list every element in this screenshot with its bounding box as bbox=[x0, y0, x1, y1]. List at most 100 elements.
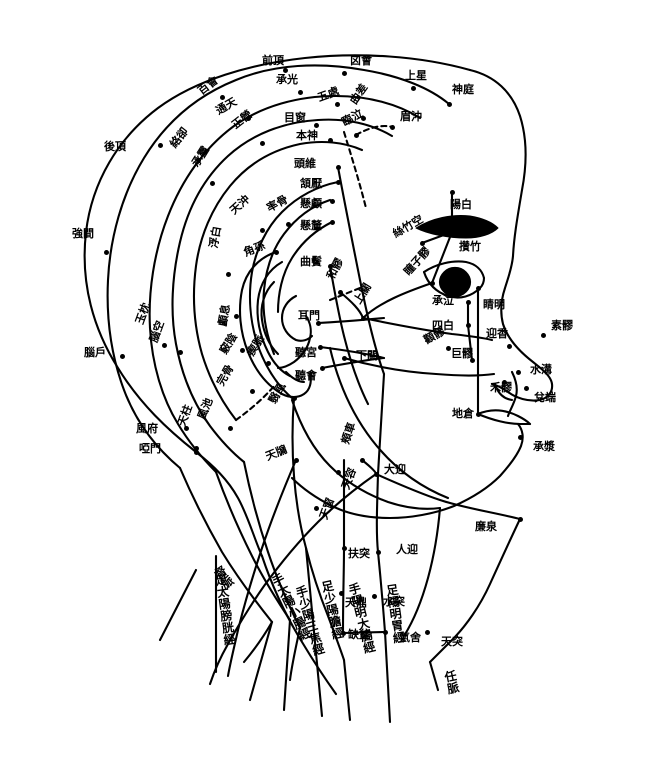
acupoint-marker-jiache[interactable] bbox=[359, 457, 365, 463]
acupoint-marker-juliao[interactable] bbox=[469, 357, 475, 363]
acupoint-marker-tianzhu[interactable] bbox=[193, 449, 199, 455]
acupoint-marker-qianding[interactable] bbox=[282, 67, 288, 73]
acupoint-label-shuigou: 水溝 bbox=[530, 363, 552, 376]
acupoint-marker-yingxiang[interactable] bbox=[506, 343, 512, 349]
acupoint-marker-ermen[interactable] bbox=[315, 320, 321, 326]
acupoint-marker-yangbai[interactable] bbox=[449, 189, 455, 195]
acupoint-label-zanzhu: 攢竹 bbox=[459, 240, 481, 253]
acupoint-marker-qiangjian[interactable] bbox=[103, 249, 109, 255]
mandible-curve bbox=[328, 346, 450, 500]
acupoint-marker-fubai[interactable] bbox=[225, 271, 231, 277]
acupoint-marker-xiaguan[interactable] bbox=[341, 355, 347, 361]
acupoint-marker-zhengying[interactable] bbox=[259, 140, 265, 146]
acupoint-marker-tianyou[interactable] bbox=[293, 457, 299, 463]
acupoint-marker-naokong[interactable] bbox=[177, 349, 183, 355]
neck-back-outline bbox=[260, 554, 338, 696]
acupoint-marker-wangu[interactable] bbox=[249, 388, 255, 394]
acupoint-marker-shangguan[interactable] bbox=[360, 315, 366, 321]
acupoint-marker-yifeng[interactable] bbox=[291, 395, 297, 401]
acupoint-marker-dicang[interactable] bbox=[475, 411, 481, 417]
acupoint-marker-luxi[interactable] bbox=[233, 313, 239, 319]
acupoint-marker-benshen[interactable] bbox=[327, 137, 333, 143]
eyebrow bbox=[415, 215, 499, 239]
acupoint-marker-quanliao[interactable] bbox=[445, 345, 451, 351]
nostril-outline bbox=[495, 387, 514, 402]
dashed-connector-ear bbox=[328, 286, 362, 302]
cheek-jaw-curve bbox=[290, 398, 442, 510]
acupoint-marker-xinhui[interactable] bbox=[341, 70, 347, 76]
acupoint-label-futu: 扶突 bbox=[348, 547, 370, 560]
acupoint-marker-qubin[interactable] bbox=[327, 263, 333, 269]
acupoint-marker-qishe[interactable] bbox=[382, 629, 388, 635]
acupoint-marker-shuitu[interactable] bbox=[371, 593, 377, 599]
acupoint-marker-heliao_ear[interactable] bbox=[337, 289, 343, 295]
acupoint-marker-xuanlu[interactable] bbox=[329, 198, 335, 204]
acupoint-marker-sibai[interactable] bbox=[465, 322, 471, 328]
acupoint-marker-jiaosun[interactable] bbox=[273, 249, 279, 255]
acupoint-label-shangxing: 上星 bbox=[405, 69, 427, 82]
acupoint-marker-tongziliao[interactable] bbox=[429, 280, 435, 286]
acupoint-marker-houding[interactable] bbox=[157, 142, 163, 148]
gallbladder-descend bbox=[328, 264, 370, 406]
acupoint-marker-duiduan[interactable] bbox=[523, 385, 529, 391]
acupoint-label-xuanli: 懸釐 bbox=[300, 219, 322, 232]
acupoint-marker-hanyan[interactable] bbox=[335, 179, 341, 185]
acupoint-marker-shuigou[interactable] bbox=[515, 369, 521, 375]
acupoint-marker-tianchong[interactable] bbox=[259, 227, 265, 233]
acupoint-marker-linqi[interactable] bbox=[353, 132, 359, 138]
acupoint-marker-baihui[interactable] bbox=[219, 94, 225, 100]
acupoint-marker-naohu[interactable] bbox=[119, 353, 125, 359]
acupoint-marker-qucha[interactable] bbox=[360, 115, 366, 121]
nose-bridge-outline bbox=[500, 254, 554, 386]
acupoint-marker-chimai[interactable] bbox=[265, 360, 271, 366]
acupoint-marker-tianchuang[interactable] bbox=[313, 505, 319, 511]
acupoint-marker-shenting[interactable] bbox=[446, 101, 452, 107]
acupoint-marker-zanzhu[interactable] bbox=[449, 229, 455, 235]
acupoint-marker-tongtian[interactable] bbox=[245, 115, 251, 121]
acupoint-marker-futu[interactable] bbox=[341, 545, 347, 551]
acupoint-marker-dayin[interactable] bbox=[373, 471, 379, 477]
acupoint-label-tiantu: 天突 bbox=[441, 635, 463, 648]
acupoint-marker-yuzhen[interactable] bbox=[161, 342, 167, 348]
acupoint-marker-chengqi[interactable] bbox=[465, 299, 471, 305]
acupoint-label-naohu: 腦戶 bbox=[84, 346, 106, 359]
acupoint-label-benshen: 本神 bbox=[296, 129, 318, 142]
acupoint-marker-tiantu[interactable] bbox=[424, 629, 430, 635]
acupoint-marker-chengjiang[interactable] bbox=[517, 434, 523, 440]
acupoint-marker-tinggong[interactable] bbox=[317, 344, 323, 350]
acupoint-marker-touwei[interactable] bbox=[335, 164, 341, 170]
du-mai-tail bbox=[242, 620, 274, 664]
acupoint-marker-wuchu[interactable] bbox=[334, 101, 340, 107]
acupoint-marker-shangxing[interactable] bbox=[410, 85, 416, 91]
acupoint-marker-yamen[interactable] bbox=[193, 445, 199, 451]
acupoint-marker-chengguang[interactable] bbox=[297, 89, 303, 95]
acupoint-marker-meichong[interactable] bbox=[389, 124, 395, 130]
acupoint-marker-xuanli[interactable] bbox=[329, 219, 335, 225]
acupoint-marker-fengfu[interactable] bbox=[183, 425, 189, 431]
acupoint-marker-chengling[interactable] bbox=[209, 180, 215, 186]
gb-neck-tail bbox=[288, 626, 302, 682]
dashed-connector-temple bbox=[342, 130, 368, 210]
acupoint-label-sibai: 四白 bbox=[432, 319, 454, 332]
acupoint-label-qishe: 氣舍 bbox=[399, 631, 421, 644]
acupoint-marker-sizhukong[interactable] bbox=[419, 240, 425, 246]
acupoint-marker-muchuang[interactable] bbox=[313, 122, 319, 128]
acupoint-label-qubin: 曲鬢 bbox=[300, 255, 322, 268]
acupoint-marker-renying[interactable] bbox=[375, 549, 381, 555]
acupoint-marker-luoque[interactable] bbox=[195, 157, 201, 163]
st-label-leader bbox=[383, 630, 392, 724]
sanjiao-arc bbox=[276, 220, 334, 314]
acupoint-marker-tinghui[interactable] bbox=[319, 365, 325, 371]
acupoint-marker-lianquan[interactable] bbox=[517, 516, 523, 522]
acupoint-marker-quepen[interactable] bbox=[340, 630, 346, 636]
acupoint-marker-tianrong[interactable] bbox=[335, 469, 341, 475]
acupoint-marker-fengchi[interactable] bbox=[227, 425, 233, 431]
acupoint-marker-jingming[interactable] bbox=[475, 285, 481, 291]
acupoint-label-meichong: 眉沖 bbox=[400, 110, 422, 123]
si-label-leader bbox=[248, 620, 274, 702]
acupoint-marker-qiaoyin[interactable] bbox=[239, 347, 245, 353]
acupoint-marker-tianding[interactable] bbox=[338, 590, 344, 596]
acupoint-marker-suliao[interactable] bbox=[540, 332, 546, 338]
acupoint-marker-shuaigu[interactable] bbox=[285, 221, 291, 227]
acupoint-marker-heliao_nose[interactable] bbox=[501, 379, 507, 385]
